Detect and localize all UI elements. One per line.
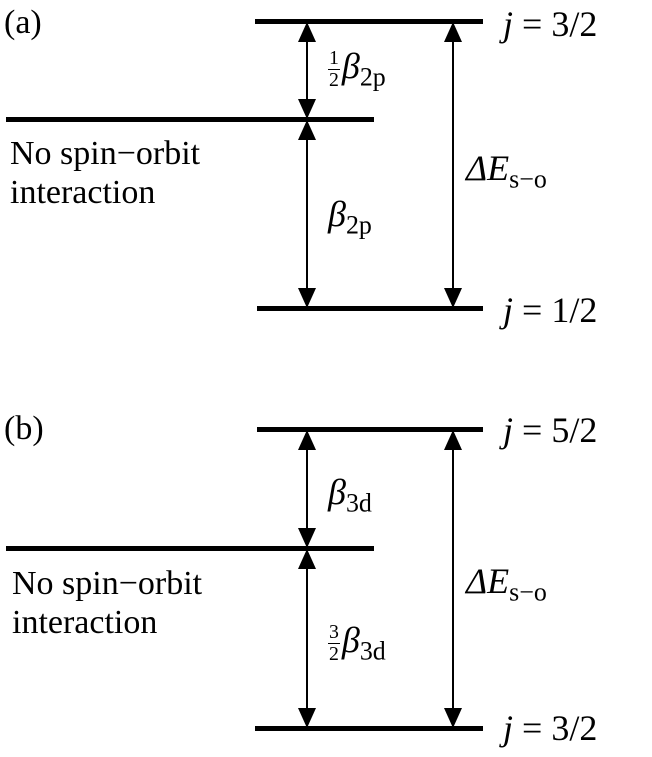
panel-a-reference-label-line2: interaction: [10, 174, 156, 212]
arrow-head-down: [444, 708, 462, 728]
arrow-head-up: [298, 120, 316, 140]
panel-b-upper-j: 5/2: [551, 410, 598, 450]
panel-a-upper-gap-arrow: [298, 22, 316, 119]
panel-b-lower-gap-arrow: [298, 549, 316, 728]
beta-symbol: β: [341, 46, 360, 86]
panel-b-lower-level-line: [255, 726, 483, 731]
panel-b-lower-level-label: j = 3/2: [503, 708, 598, 748]
panel-a-lower-level-label: j = 1/2: [503, 290, 598, 330]
panel-b-upper-gap-label: β3d: [328, 474, 372, 516]
beta-symbol: β: [328, 194, 346, 234]
panel-a: (a) j = 3/2 j = 1/2 No spin−orbit intera…: [0, 0, 652, 340]
panel-a-lower-gap-label: β2p: [328, 196, 372, 238]
beta-symbol: β: [341, 620, 360, 660]
arrow-head-up: [444, 430, 462, 450]
arrow-head-down: [298, 99, 316, 119]
panel-a-lower-j: 1/2: [551, 290, 598, 330]
arrow-head-down: [444, 288, 462, 308]
arrow-head-up: [298, 22, 316, 42]
delta-e-symbol: ΔE: [466, 148, 510, 188]
panel-a-reference-level-line: [6, 117, 374, 122]
arrow-head-down: [298, 528, 316, 548]
beta-symbol: β: [328, 472, 346, 512]
fraction-numerator: 1: [328, 47, 340, 71]
panel-b-reference-level-line: [6, 546, 374, 551]
panel-b-tag: (b): [4, 410, 44, 447]
delta-e-subscript: s−o: [509, 577, 547, 607]
delta-e-subscript: s−o: [509, 164, 547, 194]
panel-b-upper-gap-arrow: [298, 430, 316, 548]
beta-subscript: 2p: [345, 210, 372, 240]
fraction-numerator: 3: [328, 621, 340, 645]
panel-a-total-gap-arrow: [444, 22, 462, 308]
arrow-head-up: [298, 430, 316, 450]
panel-a-reference-label-line1: No spin−orbit: [10, 135, 201, 172]
panel-b-reference-label: No spin−orbit interaction: [12, 564, 202, 643]
panel-b-reference-label-line2: interaction: [12, 604, 158, 642]
beta-subscript: 2p: [359, 62, 386, 92]
fraction-denominator: 2: [329, 643, 339, 666]
arrow-head-down: [298, 288, 316, 308]
panel-b: (b) j = 5/2 j = 3/2 No spin−orbit intera…: [0, 400, 652, 757]
panel-a-reference-label: No spin−orbit interaction: [10, 134, 200, 213]
panel-a-lower-level-line: [257, 306, 483, 311]
beta-subscript: 3d: [345, 488, 372, 518]
delta-e-symbol: ΔE: [466, 561, 510, 601]
panel-b-upper-level-label: j = 5/2: [503, 410, 598, 450]
panel-a-upper-j: 3/2: [551, 4, 598, 44]
panel-a-lower-gap-arrow: [298, 120, 316, 308]
panel-b-upper-level-line: [257, 427, 483, 432]
arrow-head-up: [298, 549, 316, 569]
panel-b-total-gap-label: ΔEs−o: [466, 563, 547, 605]
beta-subscript: 3d: [359, 636, 386, 666]
panel-a-tag: (a): [4, 4, 42, 41]
arrow-head-down: [298, 708, 316, 728]
panel-a-upper-level-line: [255, 19, 483, 24]
panel-b-lower-j: 3/2: [551, 708, 598, 748]
arrow-head-up: [444, 22, 462, 42]
panel-b-reference-label-line1: No spin−orbit: [12, 565, 203, 602]
panel-a-upper-level-label: j = 3/2: [503, 4, 598, 44]
panel-b-total-gap-arrow: [444, 430, 462, 728]
panel-a-total-gap-label: ΔEs−o: [466, 150, 547, 192]
fraction-denominator: 2: [329, 69, 339, 92]
